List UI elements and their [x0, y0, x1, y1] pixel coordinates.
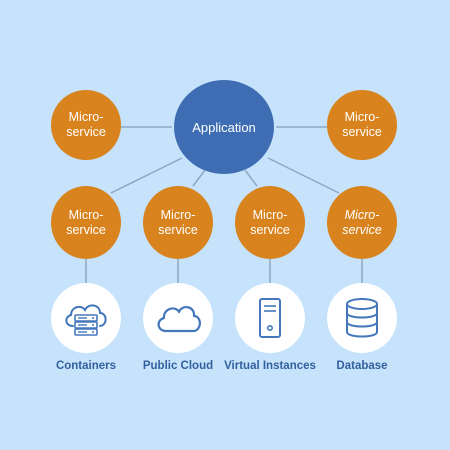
- microservice-label-line2: service: [250, 222, 290, 237]
- microservice-label-line2: service: [158, 222, 198, 237]
- microservice-label-line1: Micro-: [160, 207, 196, 222]
- virtual-instances-label: Virtual Instances: [224, 360, 316, 372]
- database-node: [327, 283, 397, 353]
- containers-node: [51, 283, 121, 353]
- microservice-label-line1: Micro-: [252, 207, 288, 222]
- connector-app-ms-4: [267, 157, 340, 194]
- microservice-label-line2: service: [342, 222, 382, 237]
- microservice-node-3: Micro-service: [235, 186, 305, 259]
- cloud-icon: [157, 306, 201, 333]
- public-cloud-label: Public Cloud: [142, 360, 214, 372]
- connector-app-ms-2: [192, 169, 206, 187]
- database-icon: [346, 298, 378, 338]
- microservice-node-2: Micro-service: [143, 186, 213, 259]
- microservice-node-top-left: Micro-service: [51, 90, 121, 160]
- microservice-node-1: Micro-service: [51, 186, 121, 259]
- server-tower-icon: [259, 298, 281, 338]
- connector-app-ms-3: [244, 169, 258, 187]
- microservice-label-line1: Micro-: [344, 207, 380, 222]
- containers-label: Containers: [55, 360, 117, 372]
- application-node: Application: [174, 80, 274, 174]
- microservice-label-line2: service: [66, 222, 106, 237]
- database-label: Database: [336, 360, 388, 372]
- application-label: Application: [192, 119, 256, 135]
- microservice-label-line1: Micro-: [68, 110, 104, 124]
- connector-app-ms-1: [110, 157, 183, 194]
- microservice-label-line1: Micro-: [344, 110, 380, 124]
- microservice-node-4: Micro-service: [327, 186, 397, 259]
- microservice-label-line2: service: [342, 125, 382, 139]
- public-cloud-node: [143, 283, 213, 353]
- virtual-instances-node: [235, 283, 305, 353]
- cloud-server-icon: [65, 304, 107, 336]
- microservice-node-top-right: Micro-service: [327, 90, 397, 160]
- microservice-label-line1: Micro-: [68, 207, 104, 222]
- microservice-label-line2: service: [66, 125, 106, 139]
